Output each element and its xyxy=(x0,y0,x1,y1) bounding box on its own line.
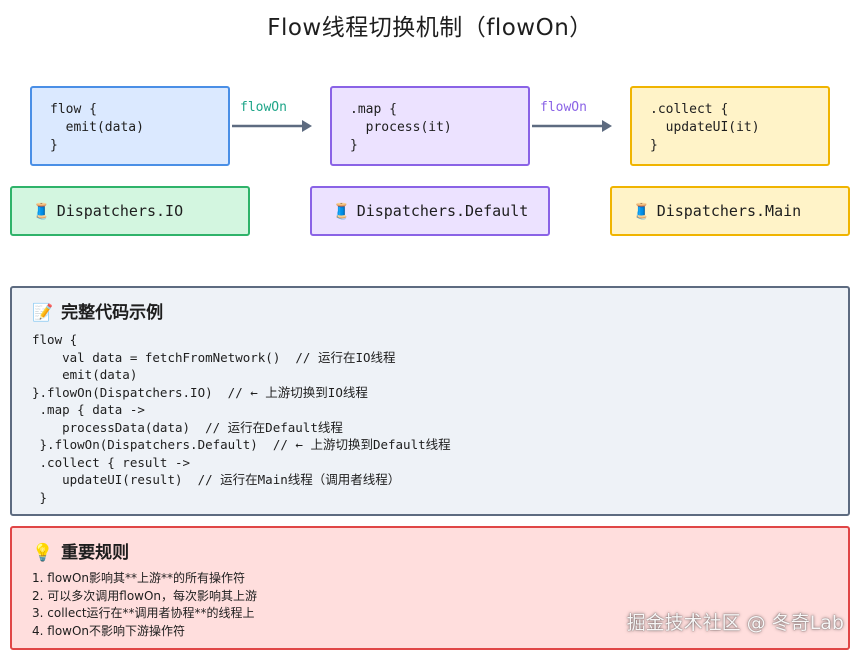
arrow-label-flowon-2: flowOn xyxy=(540,100,587,115)
rules-list: 1. flowOn影响其**上游**的所有操作符 2. 可以多次调用flowOn… xyxy=(32,570,257,640)
dispatcher-default-label: Dispatchers.Default xyxy=(356,202,529,220)
dispatcher-main-box: 🧵 Dispatchers.Main xyxy=(610,186,850,236)
thread-icon: 🧵 xyxy=(332,202,351,220)
dispatcher-io-box: 🧵 Dispatchers.IO xyxy=(10,186,250,236)
rules-panel-heading: 💡 重要规则 xyxy=(32,538,129,563)
lightbulb-icon: 💡 xyxy=(32,543,54,563)
code-panel-title: 完整代码示例 xyxy=(61,303,164,323)
thread-icon: 🧵 xyxy=(32,202,51,220)
thread-icon: 🧵 xyxy=(632,202,651,220)
arrow-head-1 xyxy=(302,120,312,132)
arrow-head-2 xyxy=(602,120,612,132)
dispatcher-io-label: Dispatchers.IO xyxy=(56,202,184,220)
code-panel-heading: 📝 完整代码示例 xyxy=(32,298,163,323)
arrow-label-flowon-1: flowOn xyxy=(240,100,287,115)
code-example-panel: 📝 完整代码示例 flow { val data = fetchFromNetwo… xyxy=(10,286,850,516)
watermark: 掘金技术社区 @ 冬奇Lab xyxy=(626,612,844,634)
rule-item: 4. flowOn不影响下游操作符 xyxy=(32,623,186,638)
flow-stage-box: flow { emit(data) } xyxy=(30,86,230,166)
page-title: Flow线程切换机制（flowOn） xyxy=(267,15,593,41)
collect-stage-box: .collect { updateUI(it) } xyxy=(630,86,830,166)
rule-item: 1. flowOn影响其**上游**的所有操作符 xyxy=(32,571,246,585)
memo-icon: 📝 xyxy=(32,303,54,323)
rules-panel-title: 重要规则 xyxy=(61,543,130,563)
rule-item: 3. collect运行在**调用者协程**的线程上 xyxy=(32,606,255,620)
dispatcher-main-label: Dispatchers.Main xyxy=(656,202,802,220)
rule-item: 2. 可以多次调用flowOn，每次影响其上游 xyxy=(32,588,258,603)
rules-panel: 💡 重要规则 1. flowOn影响其**上游**的所有操作符 2. 可以多次调用… xyxy=(10,526,850,650)
map-stage-box: .map { process(it) } xyxy=(330,86,530,166)
dispatcher-default-box: 🧵 Dispatchers.Default xyxy=(310,186,550,236)
code-snippet: flow { val data = fetchFromNetwork() // … xyxy=(32,332,451,505)
